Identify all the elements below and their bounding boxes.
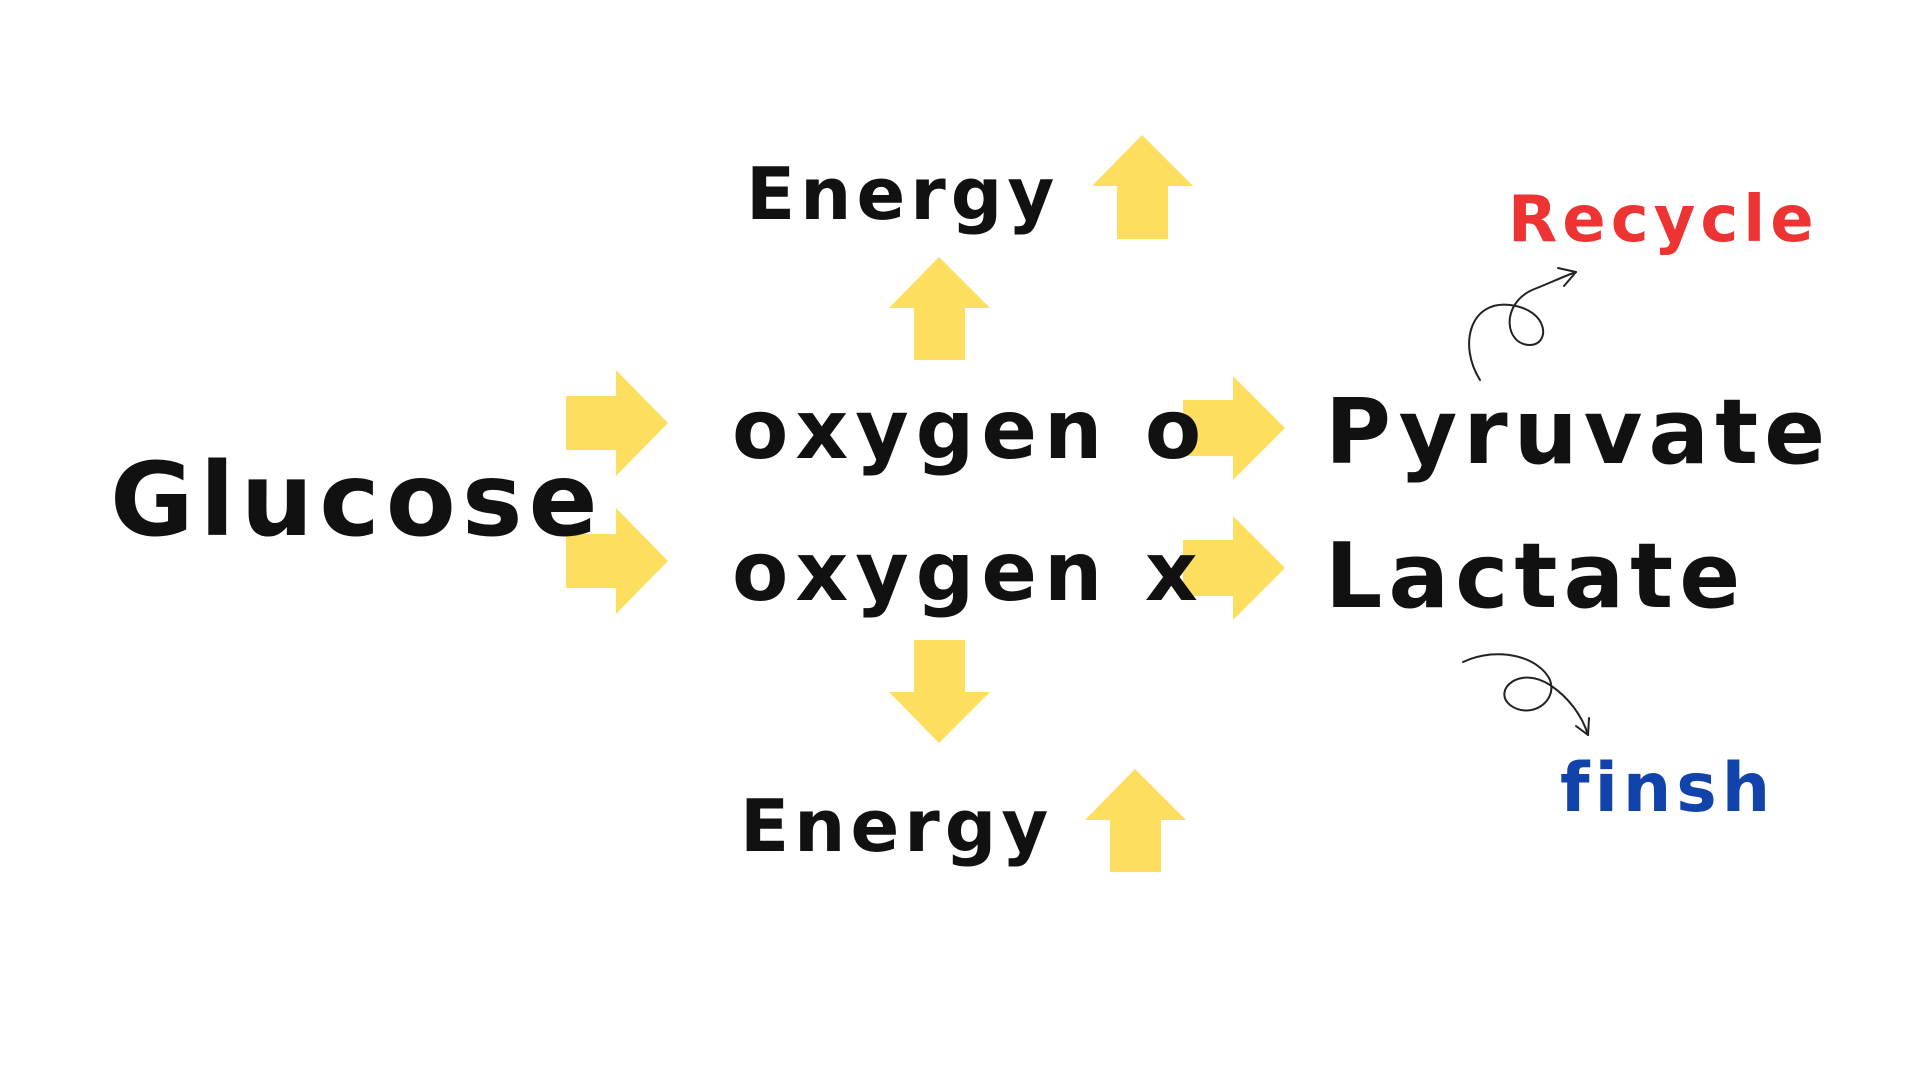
finish-label: finsh xyxy=(1560,749,1776,828)
arrow-up-icon xyxy=(1085,769,1186,872)
arrow-up-icon xyxy=(1092,135,1193,239)
energy-top-label: Energy xyxy=(746,152,1060,236)
oxygen-present-label: oxygen o xyxy=(732,383,1209,478)
arrow-right-icon xyxy=(1183,516,1285,620)
curly-arrow-icon xyxy=(1462,653,1590,736)
energy-bottom-label: Energy xyxy=(740,784,1054,868)
lactate-label: Lactate xyxy=(1325,524,1747,629)
arrow-right-icon xyxy=(1183,376,1285,480)
curly-arrow-icon xyxy=(1468,267,1577,381)
recycle-label: Recycle xyxy=(1508,183,1819,257)
arrow-right-icon xyxy=(566,370,668,476)
pyruvate-label: Pyruvate xyxy=(1325,380,1832,485)
glucose-label: Glucose xyxy=(110,441,604,560)
oxygen-absent-label: oxygen x xyxy=(732,525,1205,620)
arrow-up-icon xyxy=(889,257,990,360)
arrow-down-icon xyxy=(889,640,990,743)
arrow-right-icon xyxy=(566,508,668,614)
